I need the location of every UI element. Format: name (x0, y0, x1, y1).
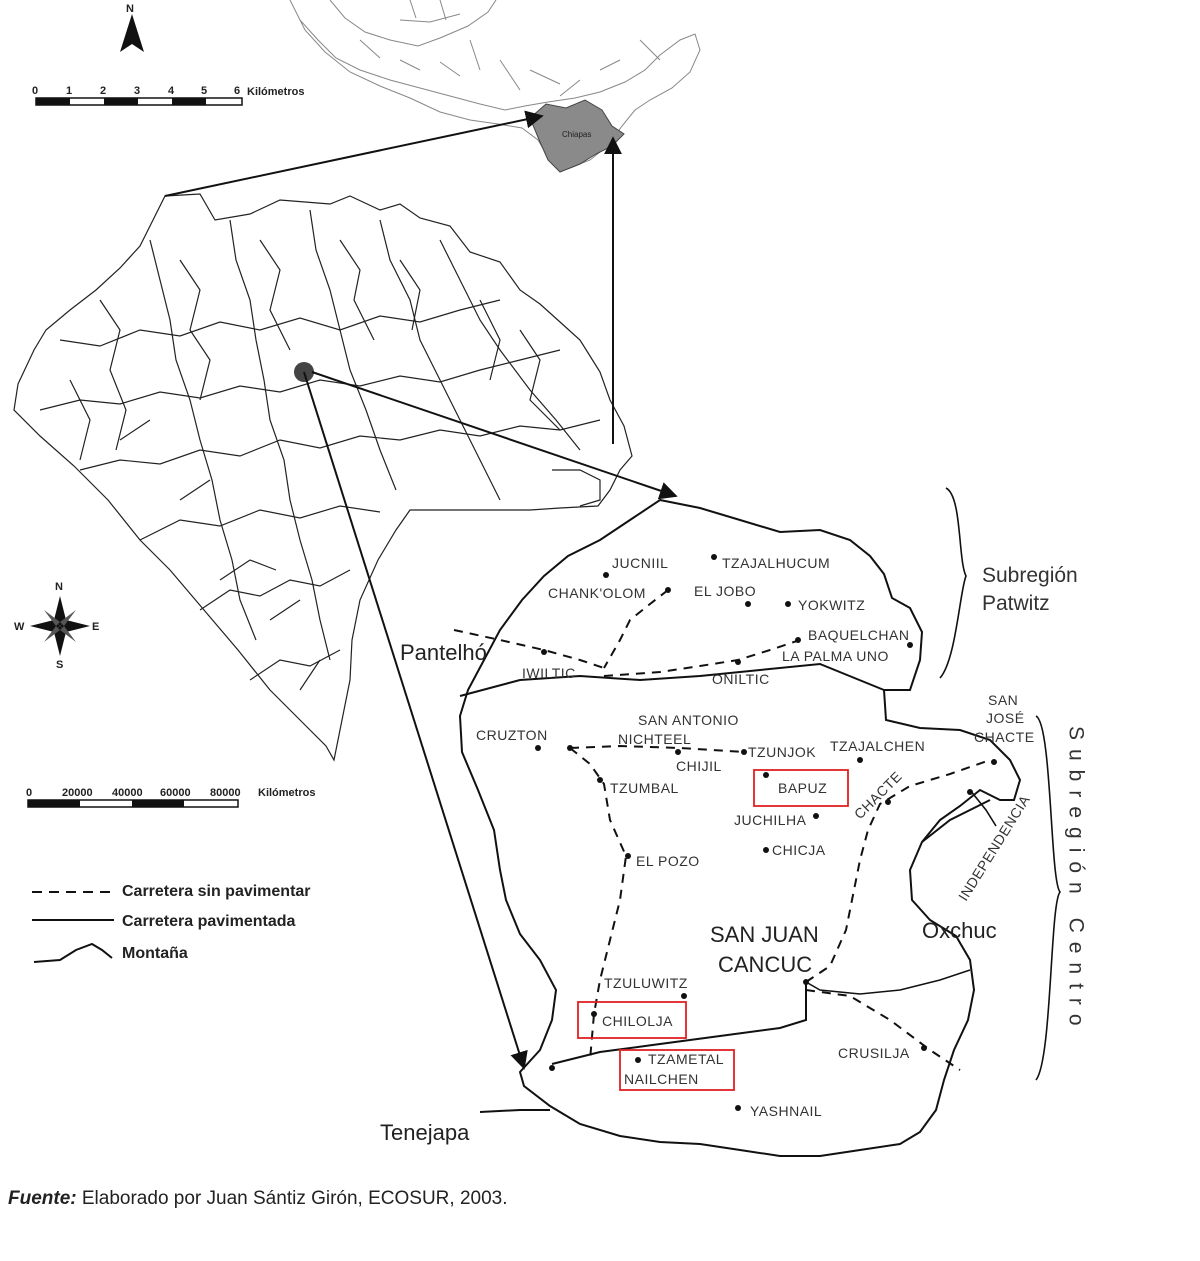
legend-paved: Carretera pavimentada (122, 913, 296, 930)
highlight-bapuz (753, 769, 849, 807)
place-nailchen: NAILCHEN (624, 1071, 699, 1087)
legend-unpaved: Carretera sin pavimentar (122, 883, 311, 900)
highlight-boxes (577, 769, 849, 1091)
place-elpozo: EL POZO (636, 853, 700, 869)
place-tzuluwitz: TZULUWITZ (604, 975, 688, 991)
scale-tick: 1 (66, 85, 72, 97)
scale-tick: 4 (168, 85, 175, 97)
scale-tick: 0 (26, 787, 32, 799)
scale-tick: 3 (134, 85, 140, 97)
compass-s: S (56, 659, 63, 671)
place-yashnail: YASHNAIL (750, 1103, 822, 1119)
place-iwiltic: IWILTIC (522, 665, 576, 681)
highlight-chilolja (577, 1001, 687, 1039)
locator-arrows (164, 110, 678, 1070)
place-crusilja: CRUSILJA (838, 1045, 910, 1061)
source-text: Elaborado por Juan Sántiz Girón, ECOSUR,… (76, 1188, 508, 1209)
place-independencia: INDEPENDENCIA (955, 792, 1033, 904)
place-sanjose-2: JOSÉ (986, 710, 1025, 726)
place-tzametal: TZAMETAL (648, 1051, 724, 1067)
scale-unit: Kilómetros (247, 86, 304, 98)
place-tzajalhucum: TZAJALHUCUM (722, 555, 830, 571)
source-note: Fuente: Elaborado por Juan Sántiz Girón,… (8, 1188, 508, 1210)
place-chilolja: CHILOLJA (602, 1013, 673, 1029)
legend: Carretera sin pavimentar Carretera pavim… (32, 883, 311, 963)
compass-w: W (14, 621, 25, 633)
label-pantelho: Pantelhó (400, 640, 487, 665)
legend-mountain: Montaña (122, 945, 188, 962)
place-lapalmauno: LA PALMA UNO (782, 648, 889, 664)
place-baquelchan: BAQUELCHAN (808, 627, 909, 643)
compass-e: E (92, 621, 99, 633)
scale-tick: 60000 (160, 787, 191, 799)
scale-tick: 40000 (112, 787, 143, 799)
place-sanjose-3: CHACTE (974, 729, 1035, 745)
place-tzunjok: TZUNJOK (748, 744, 816, 760)
mexico-inset (289, 0, 701, 169)
place-bapuz: BAPUZ (778, 780, 827, 796)
chiapas-inset-shape: Chiapas (529, 99, 625, 173)
place-tzajalchen: TZAJALCHEN (830, 738, 925, 754)
place-juchilha: JUCHILHA (734, 812, 807, 828)
north-arrow-top: N (120, 3, 144, 52)
place-dots (535, 554, 997, 1111)
scale-bar-bottom: 0 20000 40000 60000 80000 Kilómetros (26, 787, 315, 808)
label-municipality-1: SAN JUAN (710, 922, 819, 947)
label-tenejapa: Tenejapa (380, 1120, 470, 1145)
label-subregion-centro: Subregión Centro (1065, 726, 1088, 1035)
scale-tick: 2 (100, 85, 106, 97)
map-labels: Pantelhó Tenejapa Oxchuc SAN JUAN CANCUC… (380, 555, 1088, 1145)
place-chijil: CHIJIL (676, 758, 722, 774)
place-nichteel: NICHTEEL (618, 731, 691, 747)
scale-tick: 80000 (210, 787, 241, 799)
scale-tick: 20000 (62, 787, 93, 799)
place-sanantonio: SAN ANTONIO (638, 712, 739, 728)
place-chacte: CHACTE (851, 768, 905, 822)
scale-tick: 0 (32, 85, 38, 97)
place-chankolom: CHANK'OLOM (548, 585, 646, 601)
place-oniltic: ONILTIC (712, 671, 770, 687)
place-jucniil: JUCNIIL (612, 555, 668, 571)
label-oxchuc: Oxchuc (922, 918, 997, 943)
place-eljobo: EL JOBO (694, 583, 756, 599)
place-tzumbal: TZUMBAL (610, 780, 679, 796)
scale-bar-top: 0 1 2 3 4 5 6 Kilómetros (32, 85, 304, 106)
source-label: Fuente: (8, 1188, 77, 1209)
compass-n: N (55, 581, 63, 593)
svg-text:N: N (126, 3, 134, 15)
place-sanjose-1: SAN (988, 692, 1018, 708)
unpaved-roads (453, 589, 991, 1071)
place-cruzton: CRUZTON (476, 727, 548, 743)
scale-tick: 6 (234, 85, 240, 97)
label-municipality-2: CANCUC (718, 952, 812, 977)
cancuc-map (458, 498, 1022, 1157)
scale-unit: Kilómetros (258, 787, 315, 799)
place-yokwitz: YOKWITZ (798, 597, 865, 613)
highlight-tzametal (619, 1049, 735, 1091)
place-chicja: CHICJA (772, 842, 826, 858)
chiapas-state-map (13, 193, 633, 762)
label-subregion-patwitz-2: Patwitz (982, 592, 1050, 615)
label-subregion-patwitz-1: Subregión (982, 564, 1078, 587)
scale-tick: 5 (201, 85, 207, 97)
inset-state-label: Chiapas (562, 130, 591, 139)
compass-rose: N S E W (14, 581, 99, 671)
mountain-ranges (939, 487, 1062, 1081)
